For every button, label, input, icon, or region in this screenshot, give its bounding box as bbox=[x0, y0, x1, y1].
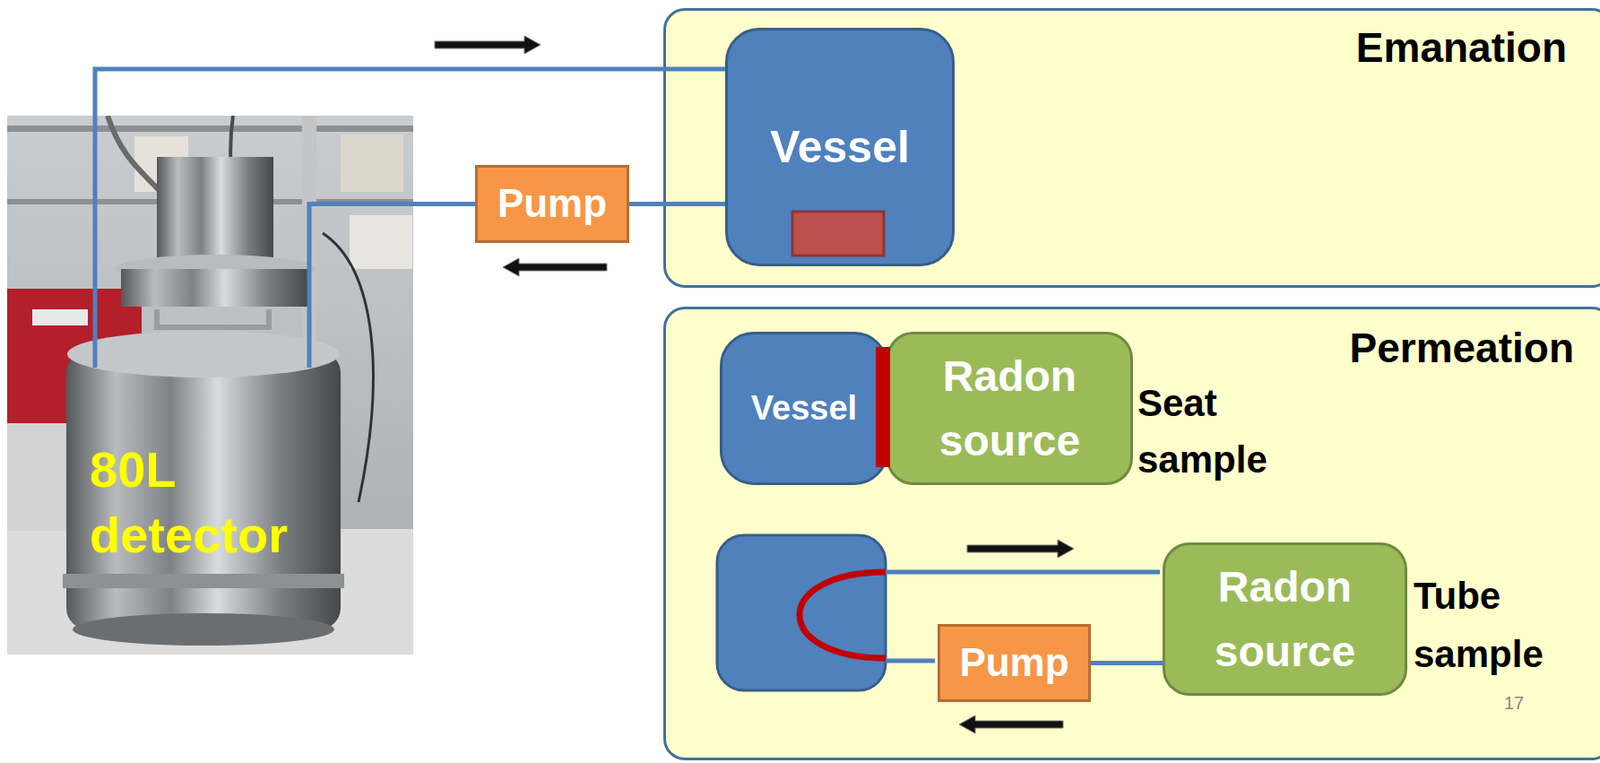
panel-title: Permeation bbox=[1349, 323, 1575, 373]
box-label: Radon source bbox=[1172, 554, 1398, 684]
pipe-connector bbox=[1090, 660, 1163, 666]
pipe bbox=[885, 658, 935, 664]
flow-arrow bbox=[959, 715, 1064, 734]
pipe-connector bbox=[629, 201, 726, 207]
seat-sample-bar bbox=[875, 346, 891, 468]
label-holder: 17 bbox=[1504, 691, 1540, 714]
row-label: Tube sample bbox=[1413, 566, 1589, 684]
pipe bbox=[885, 570, 1160, 575]
page-number: 17 bbox=[1504, 691, 1540, 714]
box-label: 80L detector bbox=[89, 437, 301, 569]
pump-box: Pump bbox=[475, 164, 630, 243]
box-label: Pump bbox=[959, 639, 1069, 687]
flow-arrow bbox=[502, 258, 607, 277]
box-label: Vessel bbox=[751, 388, 857, 430]
group-panel: PermeationVesselRadon sourceRadon source… bbox=[663, 306, 1600, 761]
radon-source-box: Radon source bbox=[1162, 542, 1408, 696]
pipe-connector bbox=[309, 204, 476, 369]
flow-arrow bbox=[967, 539, 1074, 558]
row-label: Seat sample bbox=[1137, 374, 1295, 488]
label-holder: Tube sample bbox=[1413, 566, 1589, 684]
box-label: Radon source bbox=[896, 344, 1124, 474]
vessel-box: Vessel bbox=[719, 331, 889, 485]
box-label: Pump bbox=[497, 180, 607, 228]
tube-sample bbox=[799, 571, 886, 658]
pump-box: Pump bbox=[937, 623, 1091, 702]
label-holder: Seat sample bbox=[1137, 374, 1295, 488]
vessel-box bbox=[717, 535, 886, 691]
box-label: Vessel bbox=[769, 120, 910, 174]
detector: 80L detector bbox=[62, 367, 341, 655]
flow-arrow bbox=[434, 35, 541, 54]
pipe-connector bbox=[95, 69, 726, 368]
sample-block bbox=[792, 211, 884, 256]
panel-title: Emanation bbox=[1356, 23, 1567, 73]
radon-source-box: Radon source bbox=[886, 331, 1133, 485]
